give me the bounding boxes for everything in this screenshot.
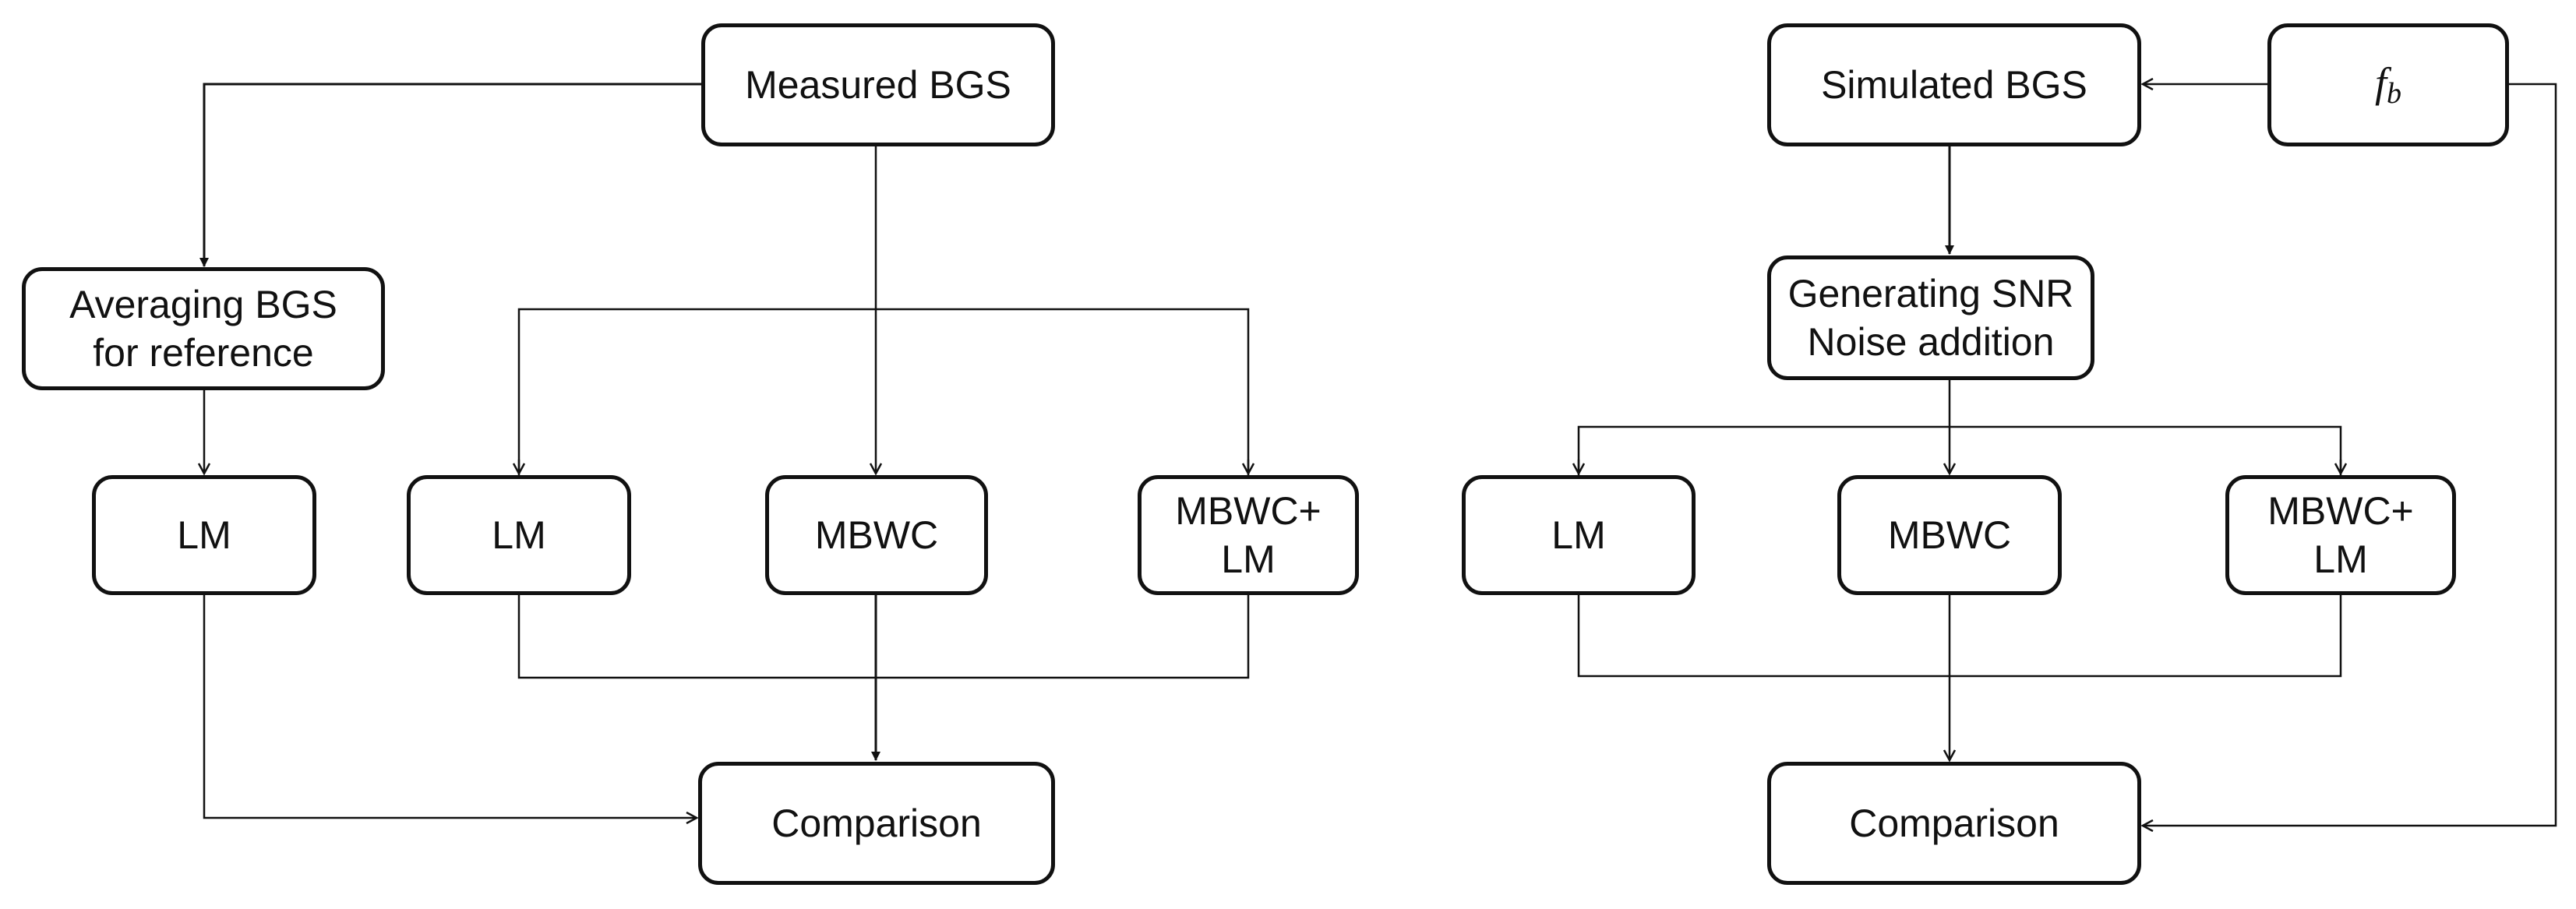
node-label: Simulated BGS [1821,62,2087,107]
edge-measured-to-averaging [199,83,701,267]
edge-fb-to-comparison [2143,83,2557,826]
node-averaging-bgs: Averaging BGS for reference [22,267,385,390]
node-lm-reference: LM [92,475,316,595]
edge-merge-bar-left [517,594,1250,679]
node-simulated-bgs: Simulated BGS [1767,23,2141,146]
node-mbwc-lm-right: MBWC+ LM [2225,475,2456,595]
edge-merge-bar-right [1577,594,2342,678]
node-label: MBWC+ LM [2267,488,2414,582]
node-mbwc-lm: MBWC+ LM [1138,475,1359,595]
edge-split-bar-left [517,308,1250,477]
node-label: Comparison [1849,801,2059,845]
node-label: Measured BGS [745,62,1011,107]
node-lm: LM [407,475,631,595]
node-label: LM [177,513,231,557]
node-generating-snr: Generating SNR Noise addition [1767,255,2094,380]
node-lm-right: LM [1462,475,1696,595]
node-comparison-right: Comparison [1767,762,2141,885]
node-label: Averaging BGS for reference [69,282,337,375]
node-label: MBWC+ LM [1175,488,1322,582]
node-comparison: Comparison [698,762,1055,885]
node-fb: fb [2267,23,2509,146]
node-mbwc: MBWC [765,475,988,595]
node-label-fb: fb [2374,59,2401,111]
node-measured-bgs: Measured BGS [701,23,1055,146]
node-label: LM [1551,513,1606,557]
node-label: Generating SNR Noise addition [1787,271,2074,365]
edge-split-bar-right [1577,425,2342,477]
node-label: MBWC [1887,513,2012,557]
edge-lm-ref-to-comparison [203,594,697,818]
node-label: MBWC [814,513,939,557]
node-label: LM [492,513,546,557]
node-mbwc-right: MBWC [1837,475,2062,595]
node-label: Comparison [771,801,982,845]
